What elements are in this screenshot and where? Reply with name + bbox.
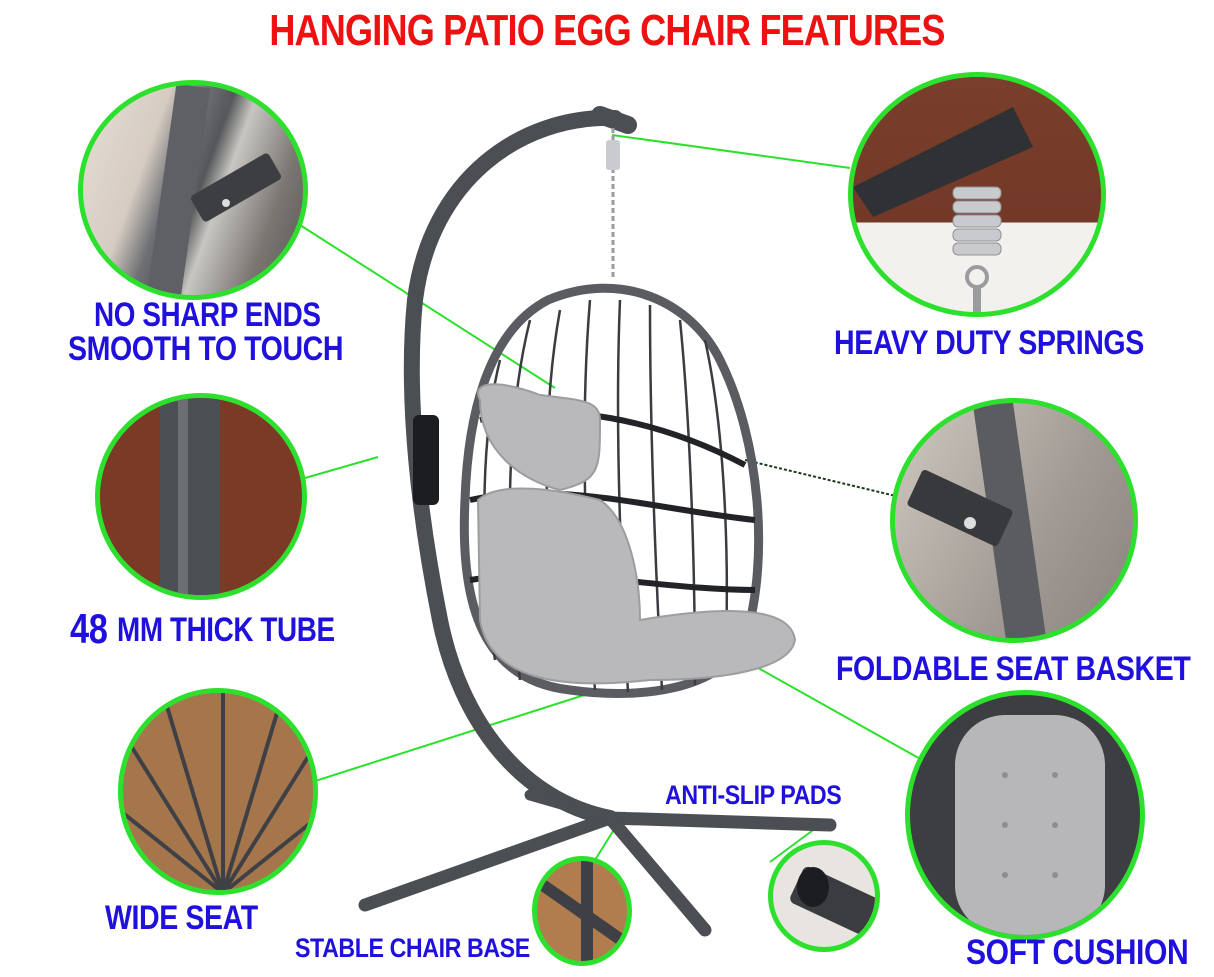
label-anti-slip-pads: ANTI-SLIP PADS (665, 780, 842, 810)
detail-circle-base (532, 856, 632, 966)
label-stable-chair-base: STABLE CHAIR BASE (295, 933, 530, 963)
detail-circle-foldable (890, 398, 1138, 643)
detail-circle-tube (95, 393, 307, 600)
detail-circle-cushion (905, 690, 1145, 940)
foot-pad-icon (790, 866, 875, 938)
label-heavy-duty-springs: HEAVY DUTY SPRINGS (834, 324, 1144, 362)
detail-circle-springs (848, 72, 1106, 317)
spring-icon (853, 107, 1033, 312)
label-tube-number: 48 (70, 605, 108, 652)
page-title: HANGING PATIO EGG CHAIR FEATURES (269, 6, 945, 55)
detail-circle-anti-slip (768, 840, 880, 952)
tube-joint-icon (145, 85, 281, 295)
label-foldable-seat-basket: FOLDABLE SEAT BASKET (836, 650, 1191, 688)
detail-circle-wide-seat (118, 688, 318, 895)
thick-tube-icon (160, 398, 220, 595)
label-smooth-to-touch: SMOOTH TO TOUCH (68, 330, 344, 368)
label-no-sharp-ends: NO SHARP ENDS (94, 296, 321, 334)
label-wide-seat: WIDE SEAT (105, 899, 258, 937)
label-soft-cushion: SOFT CUSHION (966, 933, 1189, 972)
fold-joint-icon (907, 403, 1047, 638)
cushion-icon (955, 715, 1105, 935)
detail-circle-smooth-ends (78, 80, 308, 300)
label-thick-tube: MM THICK TUBE (117, 611, 335, 649)
seat-weave-icon (123, 693, 313, 890)
